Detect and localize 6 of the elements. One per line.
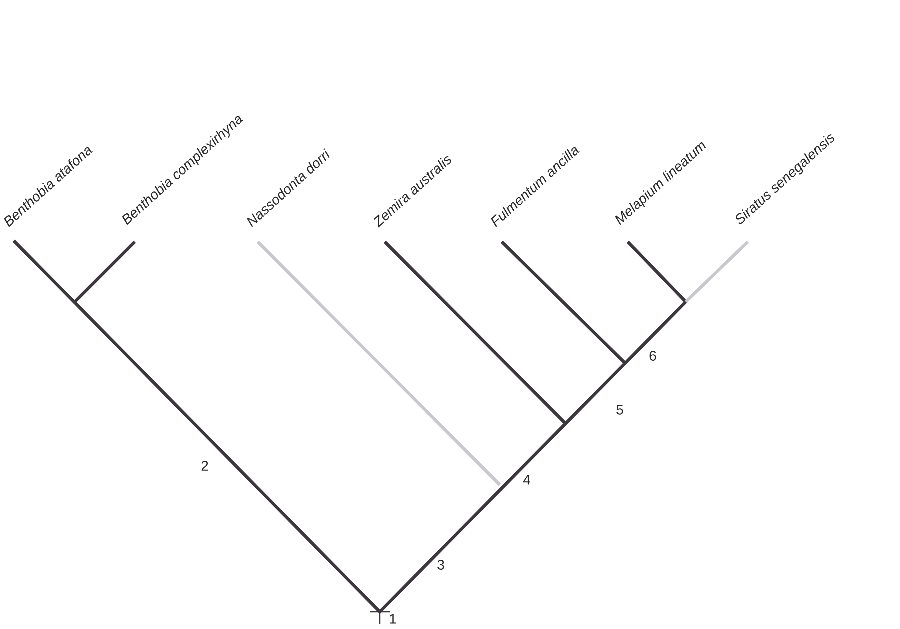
node-number: 5 (616, 405, 624, 415)
node-number: 4 (523, 475, 530, 485)
node-number: 3 (438, 560, 444, 570)
node-number: 1 (390, 614, 396, 624)
node-number: 6 (650, 351, 656, 361)
node-number: 2 (202, 461, 208, 471)
